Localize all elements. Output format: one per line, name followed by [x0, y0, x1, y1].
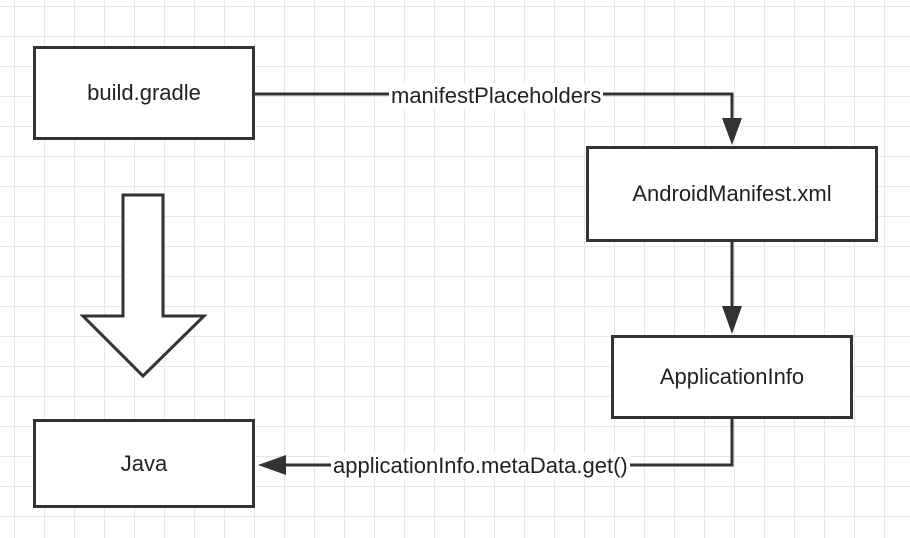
node-application-info: ApplicationInfo: [611, 335, 853, 419]
node-build-gradle: build.gradle: [33, 46, 255, 140]
node-android-manifest: AndroidManifest.xml: [586, 146, 878, 242]
node-android-manifest-label: AndroidManifest.xml: [632, 181, 832, 206]
node-java: Java: [33, 419, 255, 508]
edge-label-manifest-placeholders: manifestPlaceholders: [389, 83, 604, 109]
node-java-label: Java: [120, 450, 168, 476]
arrowhead-appinfo-to-java: [258, 455, 286, 475]
arrowhead-gradle-to-manifest: [722, 118, 742, 145]
hollow-down-arrow: [79, 193, 208, 379]
node-build-gradle-label: build.gradle: [87, 80, 201, 105]
arrowhead-manifest-to-appinfo: [722, 306, 742, 334]
node-application-info-label: ApplicationInfo: [659, 364, 805, 389]
edge-label-metadata-get: applicationInfo.metaData.get(): [331, 453, 630, 479]
